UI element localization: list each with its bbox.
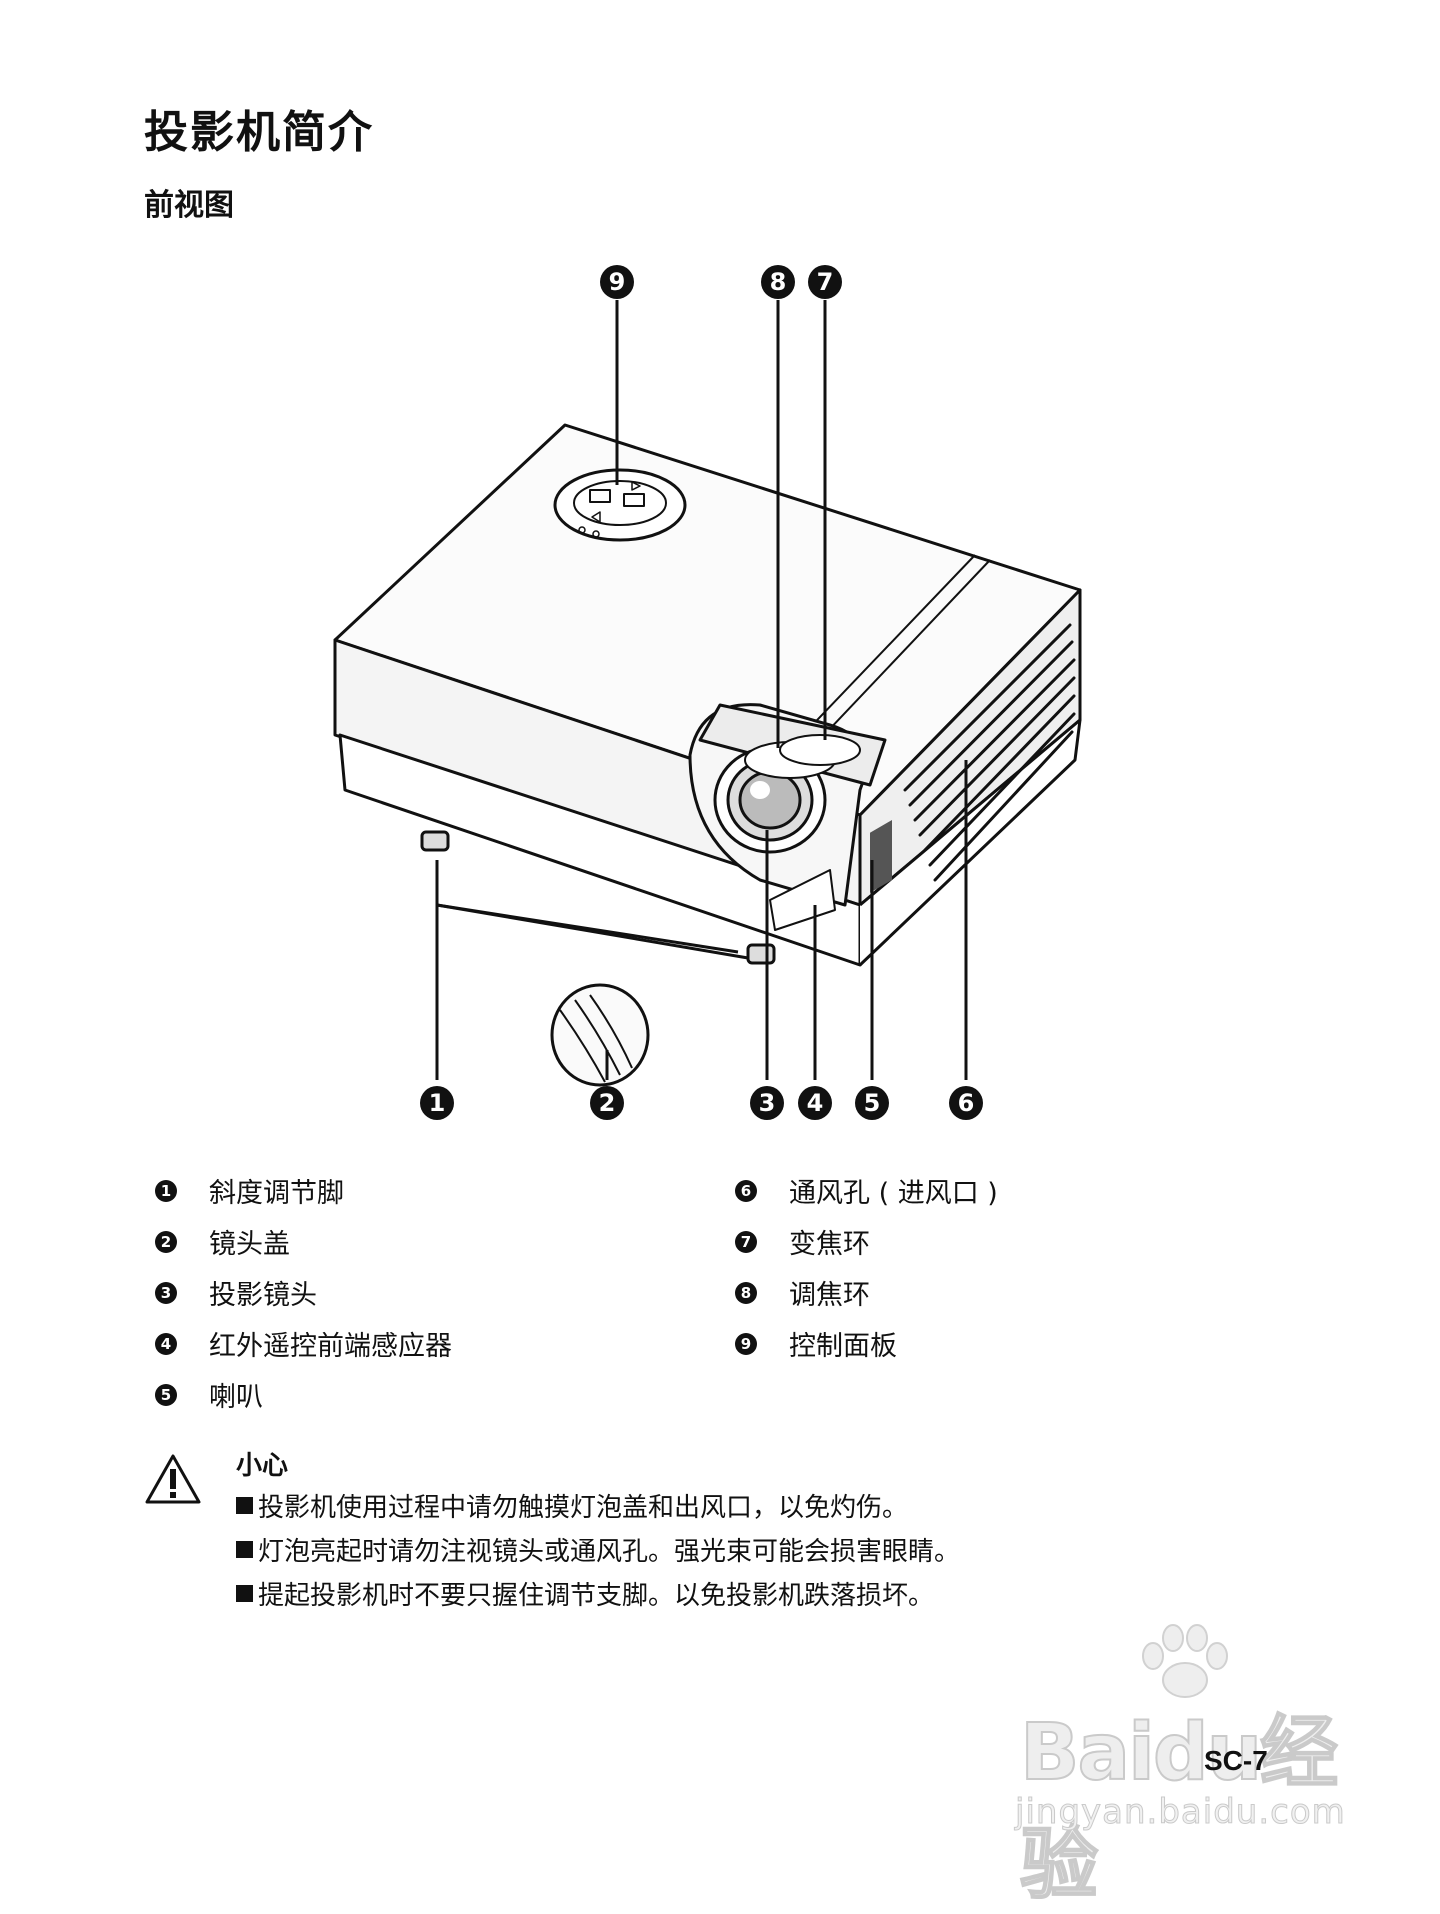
- legend-item: 2 镜头盖: [155, 1216, 452, 1267]
- legend-number: 7: [735, 1230, 757, 1253]
- caution-line: 提起投影机时不要只握住调节支脚。以免投影机跌落损坏。: [236, 1571, 960, 1615]
- paw-logo-icon: [1142, 1624, 1228, 1698]
- callout-1: 1: [420, 1086, 454, 1120]
- legend-number: 9: [735, 1332, 757, 1355]
- legend-label: 控制面板: [789, 1331, 897, 1362]
- legend-number: 8: [735, 1281, 757, 1304]
- legend-item: 1 斜度调节脚: [155, 1165, 452, 1216]
- section-title: 前视图: [144, 188, 234, 223]
- callout-8: 8: [761, 265, 795, 299]
- legend-item: 7 变焦环: [735, 1216, 998, 1267]
- legend-label: 红外遥控前端感应器: [209, 1331, 452, 1362]
- caution-title: 小心: [236, 1451, 289, 1481]
- callout-7: 7: [808, 265, 842, 299]
- legend-number: 1: [155, 1179, 177, 1202]
- square-bullet-icon: [236, 1540, 253, 1558]
- callout-9: 9: [600, 265, 634, 299]
- legend-number: 4: [155, 1332, 177, 1355]
- callout-6: 6: [949, 1086, 983, 1120]
- legend-left-column: 1 斜度调节脚 2 镜头盖 3 投影镜头 4 红外遥控前端感应器 5 喇叭: [155, 1165, 452, 1420]
- legend-number: 2: [155, 1230, 177, 1253]
- callout-3: 3: [750, 1086, 784, 1120]
- legend-item: 6 通风孔 ( 进风口 ): [735, 1165, 998, 1216]
- caution-line: 灯泡亮起时请勿注视镜头或通风孔。强光束可能会损害眼睛。: [236, 1527, 960, 1571]
- watermark-url: jingyan.baidu.com: [1015, 1792, 1346, 1833]
- warning-triangle-icon: [145, 1454, 201, 1504]
- projector-front-view-figure: 9 8 7 1 2 3 4 5 6: [333, 265, 1082, 1120]
- legend-item: 8 调焦环: [735, 1267, 998, 1318]
- page-title: 投影机简介: [144, 107, 374, 158]
- legend-label: 镜头盖: [209, 1229, 290, 1260]
- legend-item: 5 喇叭: [155, 1369, 452, 1420]
- legend-label: 变焦环: [789, 1229, 870, 1260]
- legend-label: 斜度调节脚: [209, 1178, 344, 1209]
- legend-number: 3: [155, 1281, 177, 1304]
- legend-label: 通风孔 ( 进风口 ): [789, 1178, 998, 1209]
- caution-lines: 投影机使用过程中请勿触摸灯泡盖和出风口，以免灼伤。 灯泡亮起时请勿注视镜头或通风…: [236, 1483, 960, 1615]
- square-bullet-icon: [236, 1496, 253, 1514]
- caution-text: 投影机使用过程中请勿触摸灯泡盖和出风口，以免灼伤。: [258, 1492, 909, 1523]
- baidu-jingyan-watermark: Baidu经验 jingyan.baidu.com: [1015, 1620, 1346, 1911]
- legend-label: 喇叭: [209, 1382, 263, 1413]
- caution-text: 提起投影机时不要只握住调节支脚。以免投影机跌落损坏。: [258, 1580, 935, 1611]
- legend-item: 4 红外遥控前端感应器: [155, 1318, 452, 1369]
- square-bullet-icon: [236, 1584, 253, 1602]
- legend-item: 3 投影镜头: [155, 1267, 452, 1318]
- legend-number: 6: [735, 1179, 757, 1202]
- legend-item: 9 控制面板: [735, 1318, 998, 1369]
- caution-line: 投影机使用过程中请勿触摸灯泡盖和出风口，以免灼伤。: [236, 1483, 960, 1527]
- legend-number: 5: [155, 1383, 177, 1406]
- caution-text: 灯泡亮起时请勿注视镜头或通风孔。强光束可能会损害眼睛。: [258, 1536, 961, 1567]
- callout-2: 2: [590, 1086, 624, 1120]
- legend-right-column: 6 通风孔 ( 进风口 ) 7 变焦环 8 调焦环 9 控制面板: [735, 1165, 998, 1369]
- callout-4: 4: [798, 1086, 832, 1120]
- page-number: SC-7: [1204, 1745, 1268, 1776]
- projector-illustration: [333, 300, 1082, 1087]
- callout-5: 5: [855, 1086, 889, 1120]
- legend-label: 投影镜头: [209, 1280, 317, 1311]
- legend-label: 调焦环: [789, 1280, 870, 1311]
